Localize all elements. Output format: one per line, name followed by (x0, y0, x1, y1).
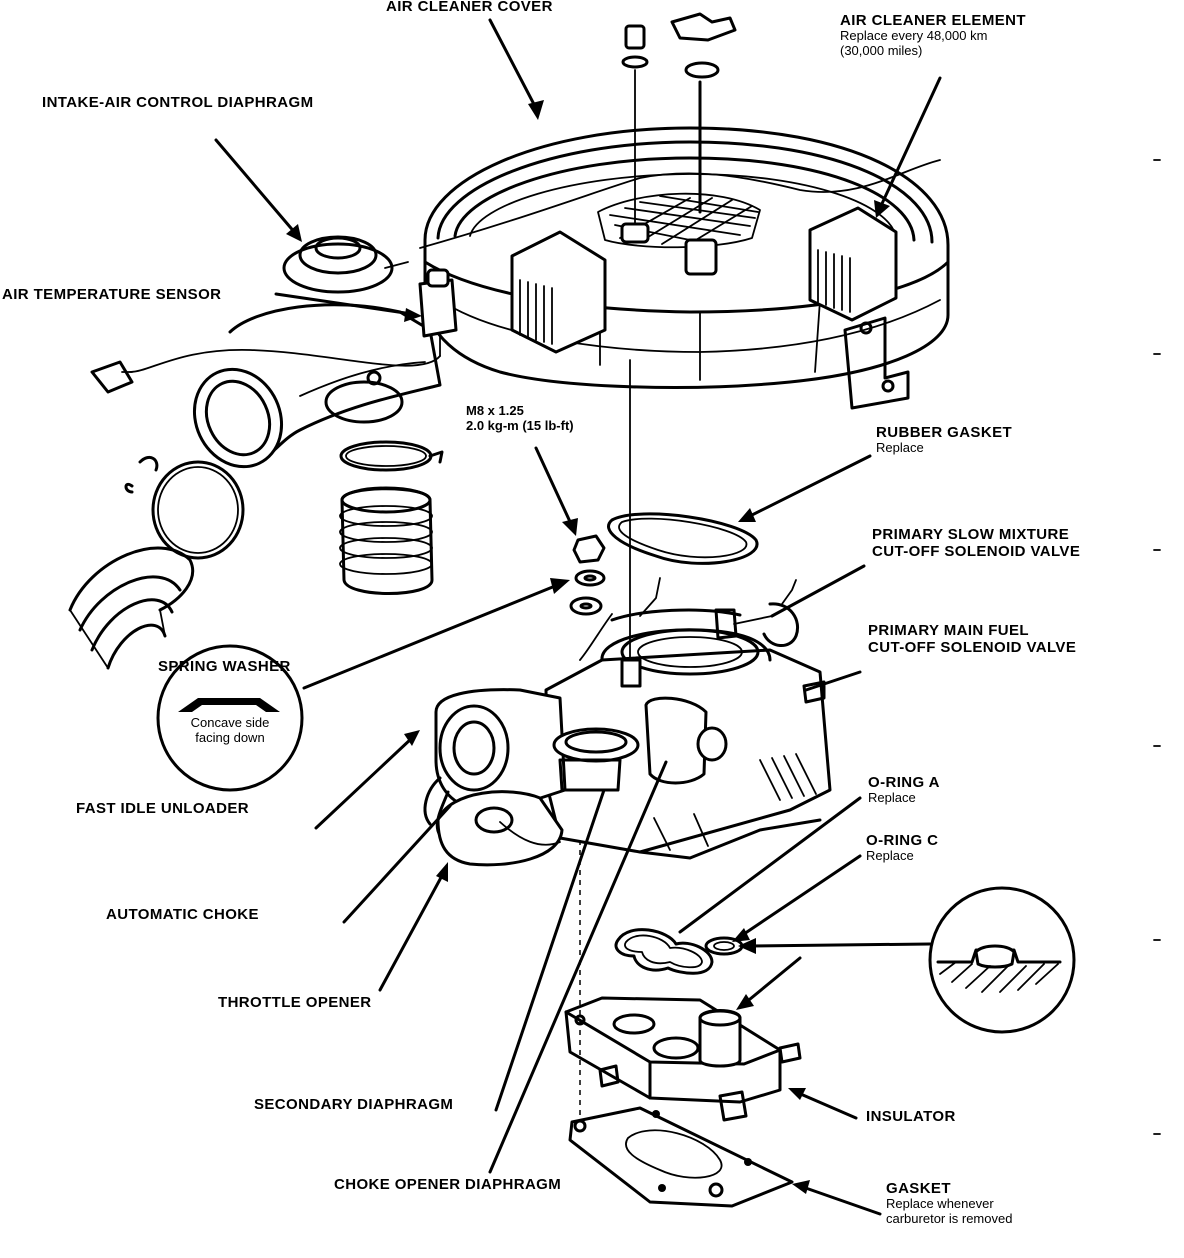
spring-washer-title: SPRING WASHER (158, 658, 291, 675)
o-ring-c-note: Replace (866, 848, 914, 864)
label-bolt-spec: M8 x 1.25 2.0 kg-m (15 lb-ft) (466, 403, 574, 434)
spring-washer-note-1: Concave side (190, 715, 270, 730)
label-air-cleaner-cover: AIR CLEANER COVER (386, 0, 553, 15)
intake-air-control-diaphragm-title: INTAKE-AIR CONTROL DIAPHRAGM (42, 94, 314, 111)
insulator-block (564, 996, 802, 1122)
choke-opener-diaphragm-title: CHOKE OPENER DIAPHRAGM (334, 1176, 562, 1193)
o-ring-a-title: O-RING A (868, 774, 940, 791)
o-ring-c-title: O-RING C (866, 832, 939, 849)
air-cleaner-element-note-1: Replace every 48,000 km (840, 28, 988, 44)
label-spring-washer-note: Concave side facing down (168, 715, 292, 746)
base-gasket (568, 1106, 794, 1208)
gasket-note-1: Replace whenever (886, 1196, 994, 1212)
label-fast-idle-unloader: FAST IDLE UNLOADER (76, 800, 249, 817)
cover-fasteners (620, 12, 737, 244)
label-throttle-opener: THROTTLE OPENER (218, 994, 372, 1011)
fast-idle-unloader-title: FAST IDLE UNLOADER (76, 800, 250, 817)
label-insulator: INSULATOR (866, 1108, 956, 1125)
label-primary-main-fuel: PRIMARY MAIN FUEL CUT-OFF SOLENOID VALVE (868, 622, 1076, 657)
label-intake-air-control-diaphragm: INTAKE-AIR CONTROL DIAPHRAGM (42, 94, 313, 111)
gasket-note-2: carburetor is removed (886, 1211, 1013, 1227)
label-automatic-choke: AUTOMATIC CHOKE (106, 906, 259, 923)
o-rings (614, 928, 744, 975)
insulator-title: INSULATOR (866, 1108, 956, 1125)
label-spring-washer: SPRING WASHER (158, 658, 291, 675)
leader-lines (214, 18, 942, 1216)
label-air-cleaner-element: AIR CLEANER ELEMENT Replace every 48,000… (840, 12, 1026, 59)
primary-slow-mixture-line-1: PRIMARY SLOW MIXTURE (872, 526, 1070, 543)
air-cleaner-element-note-2: (30,000 miles) (840, 43, 923, 59)
gasket-title: GASKET (886, 1180, 951, 1197)
spring-washer-note-2: facing down (195, 729, 265, 745)
bolt-spec-line-1: M8 x 1.25 (466, 403, 524, 418)
automatic-choke-title: AUTOMATIC CHOKE (106, 906, 259, 923)
air-cleaner-assembly (419, 80, 950, 410)
o-ring-a-note: Replace (868, 790, 916, 806)
label-rubber-gasket: RUBBER GASKET Replace (876, 424, 1012, 456)
air-cleaner-cover-title: AIR CLEANER COVER (386, 0, 553, 15)
nut-and-washers (569, 534, 606, 616)
margin-marks (1153, 159, 1161, 1135)
label-gasket: GASKET Replace whenever carburetor is re… (886, 1180, 1012, 1227)
air-cleaner-element-title: AIR CLEANER ELEMENT (840, 12, 1026, 29)
primary-slow-mixture-line-2: CUT-OFF SOLENOID VALVE (872, 543, 1081, 561)
bolt-spec-line-2: 2.0 kg-m (15 lb-ft) (466, 417, 574, 433)
air-temperature-sensor-title: AIR TEMPERATURE SENSOR (2, 286, 222, 303)
rubber-gasket-title: RUBBER GASKET (876, 424, 1013, 441)
label-primary-slow-mixture: PRIMARY SLOW MIXTURE CUT-OFF SOLENOID VA… (872, 526, 1080, 561)
throttle-opener-title: THROTTLE OPENER (218, 994, 372, 1011)
label-o-ring-c: O-RING C Replace (866, 832, 938, 864)
o-ring-section-detail (928, 886, 1076, 1034)
primary-main-fuel-line-1: PRIMARY MAIN FUEL (868, 622, 1029, 639)
primary-main-fuel-line-2: CUT-OFF SOLENOID VALVE (868, 639, 1077, 657)
label-choke-opener-diaphragm: CHOKE OPENER DIAPHRAGM (334, 1176, 561, 1193)
rubber-gasket-note: Replace (876, 440, 924, 456)
label-air-temperature-sensor: AIR TEMPERATURE SENSOR (2, 286, 221, 303)
hoses-and-clamps (68, 440, 444, 670)
carburetor-body (423, 359, 832, 867)
label-secondary-diaphragm: SECONDARY DIAPHRAGM (254, 1096, 453, 1113)
intake-snorkel (90, 235, 458, 469)
label-o-ring-a: O-RING A Replace (868, 774, 940, 806)
secondary-diaphragm-title: SECONDARY DIAPHRAGM (254, 1096, 454, 1113)
spring-washer-detail (156, 644, 304, 792)
rubber-gasket (607, 512, 759, 565)
